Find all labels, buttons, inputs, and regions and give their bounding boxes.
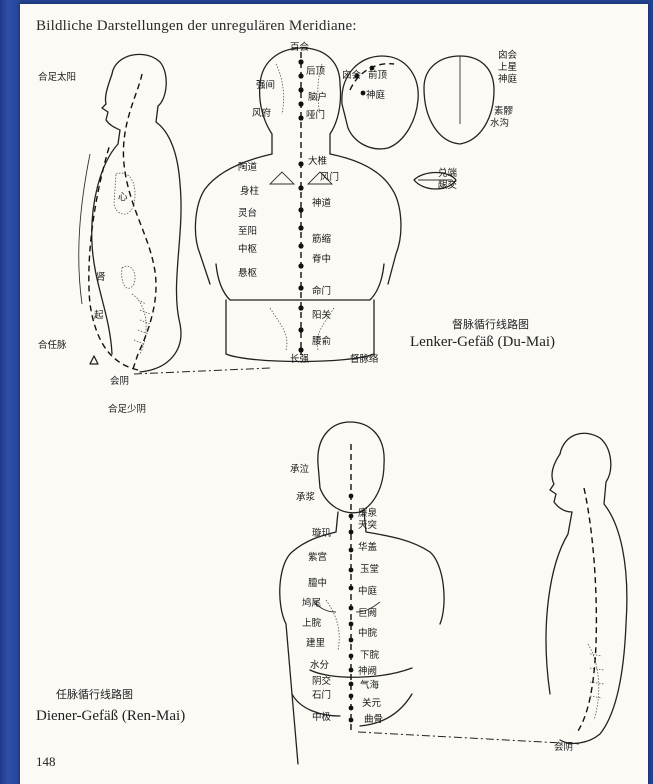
ren-mai-caption-de: Diener-Gefäß (Ren-Mai)	[36, 708, 185, 725]
label-chengqi: 承泣	[290, 464, 309, 475]
label-xin: 心	[118, 192, 128, 203]
label-yinjiao: 阴交	[312, 676, 331, 687]
label-mingmen: 命门	[312, 286, 331, 297]
label-qianding: 前顶	[368, 70, 387, 81]
label-xuanshu: 悬枢	[238, 268, 257, 279]
label-huiyin-du: 会阴	[110, 376, 129, 387]
label-shuigou: 水沟	[490, 118, 509, 129]
book-page: Bildliche Darstellungen der unregulären …	[20, 4, 648, 784]
label-huagai: 华盖	[358, 542, 377, 553]
label-qugu: 曲骨	[364, 714, 383, 725]
label-fengmen: 风门	[320, 172, 339, 183]
meridian-points	[20, 4, 648, 784]
label-hezushaoyin: 合足少阴	[108, 404, 146, 415]
label-dazhui: 大椎	[308, 156, 327, 167]
label-tiantu: 天突	[358, 520, 377, 531]
label-xinhui: 囟会	[342, 70, 361, 81]
label-hezutaiyang: 合足太阳	[38, 72, 76, 83]
label-shimen: 石门	[312, 690, 331, 701]
label-yaoshu: 腰俞	[312, 336, 331, 347]
label-shendao: 神道	[312, 198, 331, 209]
label-changqiang: 长强	[290, 354, 309, 365]
du-mai-caption-de: Lenker-Gefäß (Du-Mai)	[410, 334, 555, 351]
label-shenting: 神庭	[366, 90, 385, 101]
label-qianding-top: 囟会	[498, 50, 517, 61]
label-tanzhong: 膻中	[308, 578, 327, 589]
label-naohu: 脑户	[308, 92, 327, 103]
label-shuifen: 水分	[310, 660, 329, 671]
label-zhongji: 中极	[312, 712, 331, 723]
label-qihai: 气海	[360, 680, 379, 691]
label-baihui: 百会	[290, 42, 309, 53]
label-herenmai: 合任脉	[38, 340, 67, 351]
label-zhongwan: 中脘	[358, 628, 377, 639]
label-zigong: 紫宫	[308, 552, 327, 563]
label-guanyuan: 关元	[362, 698, 381, 709]
label-fengfu: 风府	[252, 108, 271, 119]
label-lingtai: 灵台	[238, 208, 257, 219]
label-shangxing: 上星	[498, 62, 517, 73]
label-shen: 肾	[96, 272, 106, 283]
label-shenque: 神阙	[358, 666, 377, 677]
du-mai-caption-zh: 督脉循行线路图	[452, 316, 529, 332]
label-jinsuo: 筋缩	[312, 234, 331, 245]
label-taodao: 陶道	[238, 162, 257, 173]
label-shangwan: 上脘	[302, 618, 321, 629]
label-huiyin-ren: 会阴	[554, 742, 573, 753]
label-yangguan: 阳关	[312, 310, 331, 321]
page-number: 148	[36, 754, 56, 770]
label-jiuwei: 鸠尾	[302, 598, 321, 609]
ren-mai-caption-zh: 任脉循行线路图	[56, 686, 133, 702]
label-shenting-right: 神庭	[498, 74, 517, 85]
label-yinjiao: 龈交	[438, 180, 457, 191]
label-chengjiang: 承浆	[296, 492, 315, 503]
label-lianquan: 廉泉	[358, 508, 377, 519]
label-juque: 巨阙	[358, 608, 377, 619]
label-yamen: 哑门	[306, 110, 325, 121]
label-yutang: 玉堂	[360, 564, 379, 575]
label-jianli: 建里	[306, 638, 325, 649]
label-zhongshu: 中枢	[238, 244, 257, 255]
label-zhiyang: 至阳	[238, 226, 257, 237]
label-houding: 后顶	[306, 66, 325, 77]
label-qiangjian: 强间	[256, 80, 275, 91]
label-duiduan: 兑端	[438, 168, 457, 179]
label-zhongting: 中庭	[358, 586, 377, 597]
label-xuanji: 璇玑	[312, 528, 331, 539]
label-shenzhu: 身柱	[240, 186, 259, 197]
label-xiawan: 下脘	[360, 650, 379, 661]
label-jizhong: 脊中	[312, 254, 331, 265]
label-suliao: 素髎	[494, 106, 513, 117]
label-dumailuo: 督脉络	[350, 354, 379, 365]
label-qi: 起	[94, 310, 104, 321]
